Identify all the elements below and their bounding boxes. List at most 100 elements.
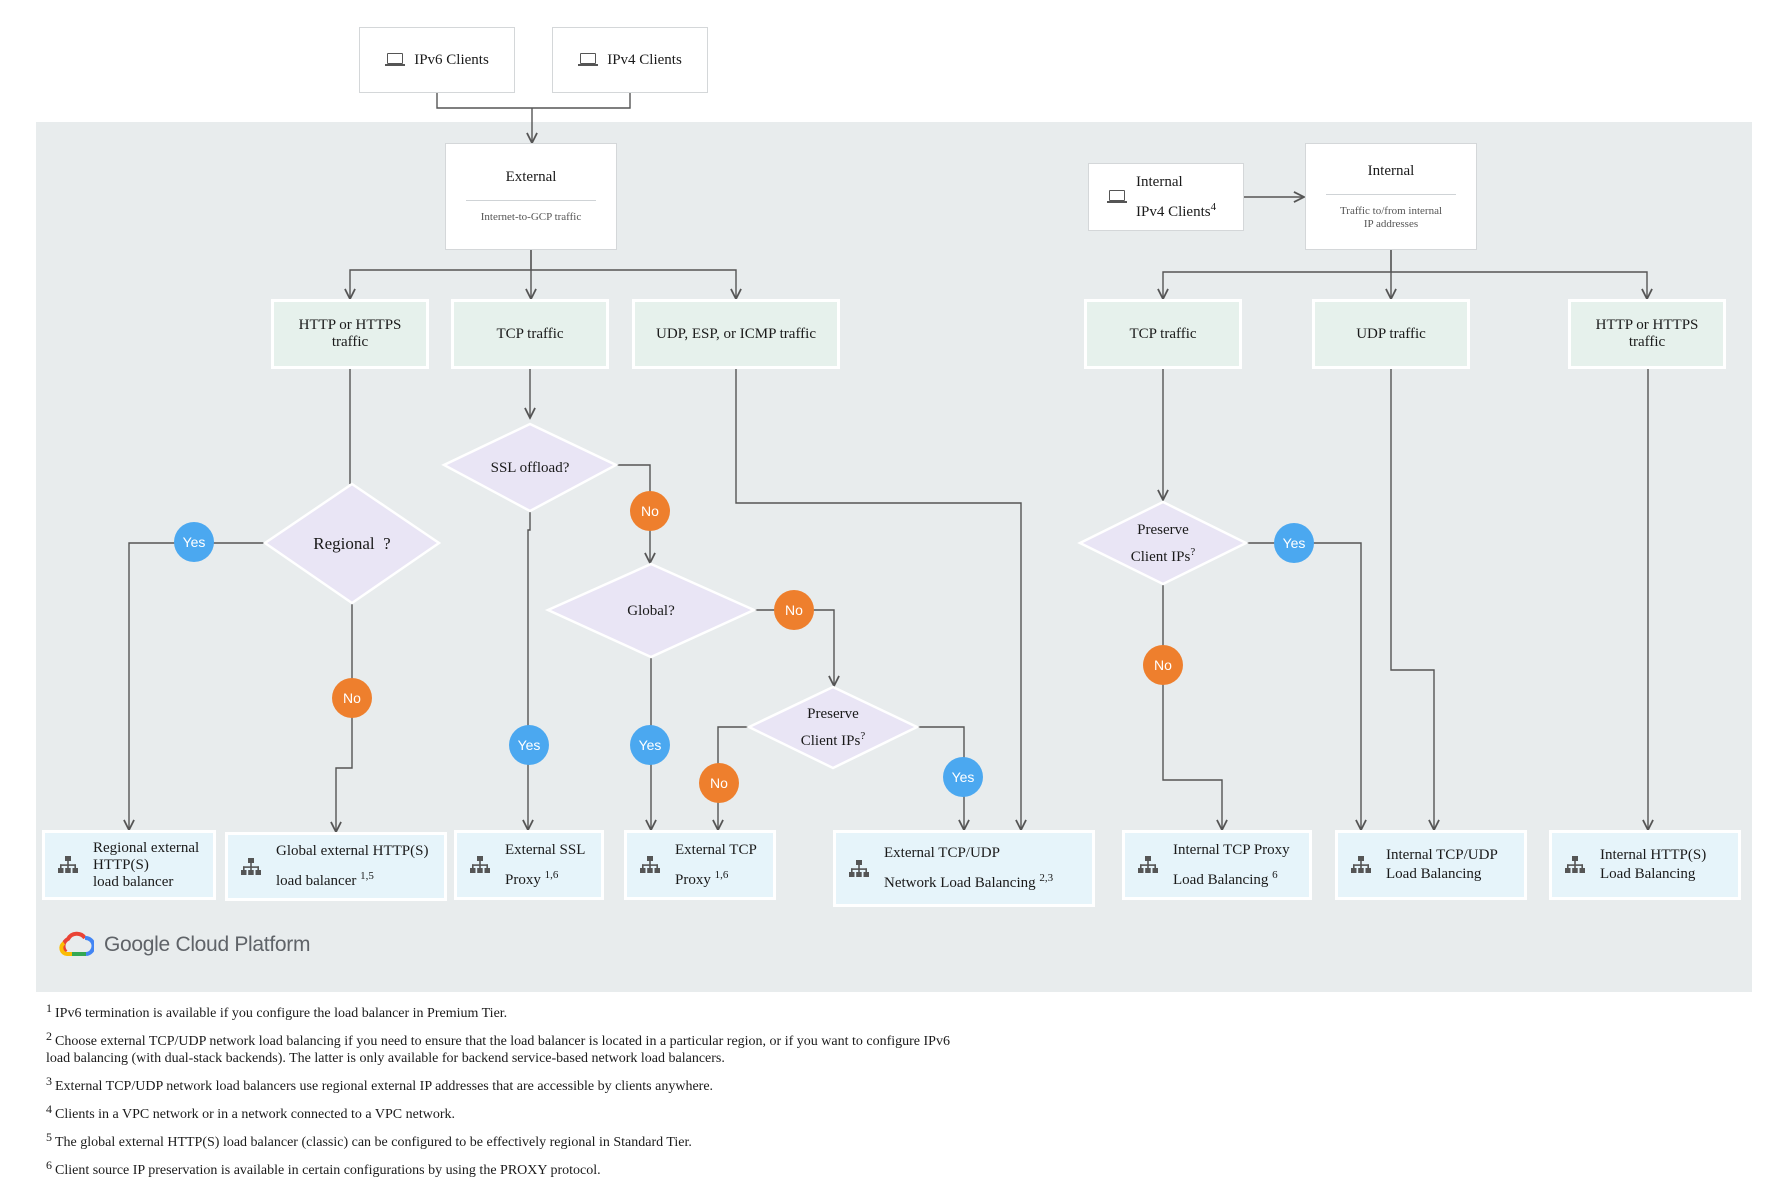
result-line2: Proxy bbox=[505, 871, 541, 888]
diamond-preserve-internal bbox=[1077, 500, 1249, 586]
no-badge-regional: No bbox=[332, 678, 372, 718]
external-subtitle: Internet-to-GCP traffic bbox=[480, 211, 582, 223]
internal-http-line1: HTTP or HTTPS bbox=[1595, 317, 1699, 333]
ssl-offload-label: SSL offload? bbox=[490, 459, 570, 476]
load-balancer-icon bbox=[1138, 856, 1158, 873]
external-title: External bbox=[505, 169, 557, 185]
result-line2: Load Balancing bbox=[1386, 866, 1482, 882]
google-cloud-platform-brand: Google Cloud Platform bbox=[58, 928, 310, 962]
result-note: 1,5 bbox=[360, 870, 374, 882]
diamond-preserve-external bbox=[746, 685, 920, 770]
divider bbox=[1326, 193, 1456, 195]
internal-clients-note: 4 bbox=[1210, 200, 1217, 213]
result-internal-tcpudp: Internal TCP/UDP Load Balancing bbox=[1335, 830, 1527, 900]
diamond-regional bbox=[262, 482, 442, 605]
footnote-number: 4 bbox=[46, 1102, 52, 1116]
result-line2: load balancer bbox=[276, 873, 357, 889]
google-cloud-logo-icon bbox=[59, 931, 94, 956]
load-balancer-icon bbox=[1565, 856, 1585, 873]
result-line2: Proxy bbox=[675, 871, 711, 888]
load-balancer-icon bbox=[241, 857, 261, 875]
laptop-icon bbox=[578, 53, 599, 67]
footnote-number: 5 bbox=[46, 1130, 52, 1144]
external-http-line2: traffic bbox=[331, 334, 369, 350]
footnote-text: Choose external TCP/UDP network load bal… bbox=[46, 1034, 950, 1066]
result-line2: Load Balancing bbox=[1173, 871, 1269, 888]
load-balancer-icon bbox=[470, 856, 490, 873]
result-global-external-http: Global external HTTP(S) load balancer 1,5 bbox=[225, 832, 447, 901]
external-category-box: External Internet-to-GCP traffic bbox=[445, 143, 617, 250]
brand-name: Google Cloud Platform bbox=[104, 933, 311, 956]
footnote-text: IPv6 termination is available if you con… bbox=[55, 1006, 508, 1021]
internal-title: Internal bbox=[1367, 162, 1415, 179]
footnote-number: 2 bbox=[46, 1029, 52, 1043]
load-balancer-icon bbox=[1351, 856, 1371, 873]
footnote-number: 1 bbox=[46, 1001, 52, 1015]
footnote-text: The global external HTTP(S) load balance… bbox=[55, 1135, 692, 1150]
internal-tcp-label: TCP traffic bbox=[1129, 325, 1197, 342]
result-note: 1,6 bbox=[544, 868, 559, 881]
load-balancer-icon bbox=[849, 859, 869, 877]
result-line2: HTTP(S) bbox=[93, 856, 149, 873]
result-line1: Internal TCP/UDP bbox=[1386, 847, 1498, 863]
result-line1: Internal TCP Proxy bbox=[1173, 841, 1290, 858]
internal-http-line2: traffic bbox=[1628, 334, 1666, 350]
ipv4-clients-box: IPv4 Clients bbox=[552, 27, 708, 93]
yes-badge-preserve-external: Yes bbox=[943, 757, 983, 797]
result-internal-http: Internal HTTP(S)Load Balancing bbox=[1549, 830, 1741, 900]
ipv6-clients-label: IPv6 Clients bbox=[414, 51, 489, 68]
laptop-icon bbox=[385, 53, 406, 67]
internal-ipv4-clients-box: Internal IPv4 Clients4 bbox=[1088, 163, 1244, 231]
regional-question: Regional ? bbox=[265, 484, 439, 603]
internal-subtitle-line2: IP addresses bbox=[1363, 217, 1419, 230]
result-line1: External TCP/UDP bbox=[884, 845, 1000, 861]
result-line1: Regional external bbox=[93, 839, 200, 856]
internal-subtitle-line1: Traffic to/from internal bbox=[1339, 204, 1443, 217]
load-balancer-icon bbox=[58, 856, 78, 873]
ipv6-clients-box: IPv6 Clients bbox=[359, 27, 515, 93]
internal-clients-line1: Internal bbox=[1136, 173, 1183, 190]
preserve-qmark: ? bbox=[860, 730, 866, 742]
internal-clients-line2: IPv4 Clients bbox=[1136, 203, 1211, 220]
divider bbox=[466, 200, 596, 201]
result-note: 2,3 bbox=[1039, 872, 1054, 884]
no-badge-global: No bbox=[774, 590, 814, 630]
external-http-line1: HTTP or HTTPS bbox=[298, 317, 402, 333]
diamond-global bbox=[544, 562, 758, 659]
yes-badge-preserve-internal: Yes bbox=[1274, 523, 1314, 563]
yes-badge-ssl: Yes bbox=[509, 725, 549, 765]
ssl-offload-question: SSL offload? bbox=[444, 424, 616, 511]
no-badge-preserve-external: No bbox=[699, 763, 739, 803]
load-balancer-icon bbox=[640, 856, 660, 873]
external-tcp-label: TCP traffic bbox=[496, 325, 564, 342]
internal-udp-label: UDP traffic bbox=[1356, 325, 1426, 342]
wire-internal-branch bbox=[1163, 250, 1392, 299]
preserve-line2: Client IPs bbox=[800, 733, 861, 749]
preserve-line2: Client IPs bbox=[1130, 548, 1191, 565]
external-tcp-traffic: TCP traffic bbox=[451, 299, 609, 369]
diamond-ssl-offload bbox=[441, 422, 619, 513]
result-line1: Global external HTTP(S) bbox=[276, 843, 429, 859]
preserve-line1: Preserve bbox=[1137, 521, 1189, 538]
internal-udp-traffic: UDP traffic bbox=[1312, 299, 1470, 369]
preserve-line1: Preserve bbox=[807, 706, 859, 722]
footnote-number: 6 bbox=[46, 1158, 52, 1172]
no-badge-preserve-internal: No bbox=[1143, 645, 1183, 685]
ipv4-clients-label: IPv4 Clients bbox=[607, 51, 682, 68]
